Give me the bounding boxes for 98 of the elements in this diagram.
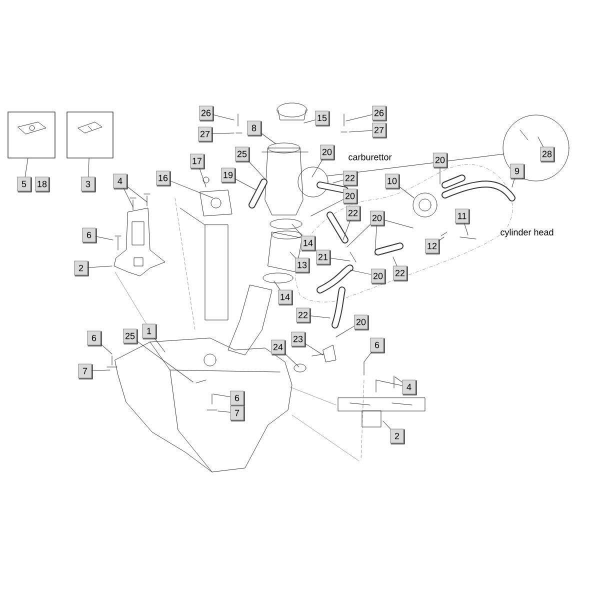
callout-number: 10 xyxy=(385,174,400,190)
leader-line xyxy=(87,266,112,268)
callout-number: 5 xyxy=(17,176,32,192)
leader-line xyxy=(304,343,324,356)
callout-number: 9 xyxy=(510,164,525,180)
callout-number: 26 xyxy=(199,106,214,122)
leader-line xyxy=(392,256,398,266)
callout-number: 18 xyxy=(35,176,50,192)
leader-line xyxy=(342,220,351,240)
callout-number: 15 xyxy=(315,110,330,126)
leader-line xyxy=(304,120,316,124)
leader-line xyxy=(123,188,134,208)
callout-number: 25 xyxy=(235,146,250,162)
leader-line xyxy=(336,326,355,338)
inset-box xyxy=(66,112,114,158)
inset-box xyxy=(8,112,56,158)
callout-number: 14 xyxy=(301,236,316,252)
callout-number: 22 xyxy=(346,206,361,222)
callout-number: 4 xyxy=(113,174,128,190)
callout-number: 6 xyxy=(82,228,97,244)
leader-line xyxy=(126,186,148,202)
leader-line xyxy=(212,114,234,120)
callout-number: 26 xyxy=(372,106,387,122)
leader-line xyxy=(310,199,344,216)
leader-line xyxy=(100,344,112,354)
leader-line xyxy=(383,220,414,228)
leader-line xyxy=(538,136,544,148)
leader-line xyxy=(332,180,344,184)
leader-line xyxy=(95,236,114,240)
callout-number: 22 xyxy=(393,266,408,282)
leader-line xyxy=(284,353,300,368)
callout-number: 12 xyxy=(425,238,440,254)
part-label: cylinder head xyxy=(500,228,554,238)
leader-line xyxy=(350,270,372,275)
callout-number: 20 xyxy=(371,268,386,284)
part-label: carburettor xyxy=(348,154,392,160)
leader-line xyxy=(312,158,323,178)
leader-line xyxy=(154,338,166,352)
callout-number: 3 xyxy=(81,176,96,192)
callout-number: 20 xyxy=(320,144,335,160)
callout-number: 7 xyxy=(78,364,93,380)
callout-number: 25 xyxy=(123,328,138,344)
leader-line xyxy=(212,394,231,398)
callout-number: 6 xyxy=(370,338,385,354)
leader-line xyxy=(512,178,515,188)
callout-number: 19 xyxy=(221,168,236,184)
callout-number: 24 xyxy=(271,340,286,356)
leader-line xyxy=(309,316,330,318)
callout-number: 20 xyxy=(343,188,358,204)
leader-line xyxy=(211,132,234,134)
leader-line xyxy=(274,280,280,290)
leader-line xyxy=(260,132,276,144)
callout-number: 21 xyxy=(316,250,331,266)
callout-number: 4 xyxy=(402,380,417,396)
callout-number: 11 xyxy=(455,208,470,224)
leader-line xyxy=(464,222,468,236)
leader-line xyxy=(374,224,377,256)
callout-number: 20 xyxy=(354,314,369,330)
callout-number: 7 xyxy=(230,406,245,422)
callout-number: 2 xyxy=(74,260,89,276)
callout-number: 22 xyxy=(296,308,311,324)
leader-line xyxy=(234,178,256,190)
leader-line xyxy=(248,160,266,180)
leader-line xyxy=(438,236,444,242)
callout-number: 16 xyxy=(156,170,171,186)
leader-line xyxy=(364,352,372,362)
callout-number: 17 xyxy=(190,154,205,170)
leader-line xyxy=(394,376,403,382)
leader-line xyxy=(329,258,350,262)
leader-line xyxy=(348,130,373,132)
callout-number: 28 xyxy=(540,146,555,162)
leader-line xyxy=(91,370,110,371)
leader-line xyxy=(290,252,296,258)
leader-line xyxy=(398,186,414,198)
callout-number: 1 xyxy=(142,324,157,340)
callout-number: 27 xyxy=(198,126,213,142)
leader-line xyxy=(376,380,403,386)
callout-number: 14 xyxy=(278,290,293,306)
callout-number: 2 xyxy=(390,428,405,444)
callout-number: 20 xyxy=(433,152,448,168)
leader-line xyxy=(218,410,231,413)
callout-number: 23 xyxy=(291,332,306,348)
leader-line xyxy=(346,114,373,122)
leader-line xyxy=(136,340,194,382)
callout-number: 6 xyxy=(87,330,102,346)
callout-number: 27 xyxy=(372,122,387,138)
leader-line xyxy=(346,224,371,248)
leader-line xyxy=(292,224,302,236)
callout-number: 22 xyxy=(343,170,358,186)
callout-number: 6 xyxy=(230,390,245,406)
leader-line xyxy=(382,420,391,430)
leader-line xyxy=(199,168,206,188)
callout-number: 8 xyxy=(247,120,262,136)
leader-line xyxy=(88,158,90,178)
callout-number: 20 xyxy=(370,210,385,226)
callout-number: 13 xyxy=(295,258,310,274)
leader-line xyxy=(169,180,214,198)
leader-line xyxy=(24,158,28,178)
